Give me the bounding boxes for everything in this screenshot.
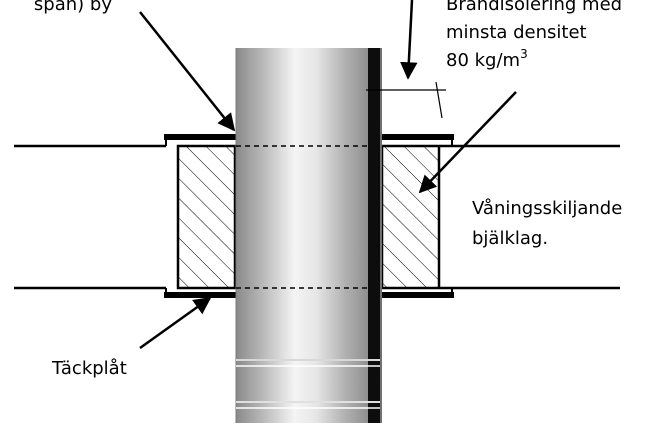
label-floor-line1: Våningsskiljande xyxy=(472,198,622,219)
pipe-shadow-edge xyxy=(368,48,380,423)
label-floor-line2: bjälklag. xyxy=(472,228,548,249)
label-insulation-line1: Brandisolering med xyxy=(446,0,622,15)
arrow-insulation-right xyxy=(418,91,517,194)
fire-insulation xyxy=(176,144,441,290)
cover-plate-bottom-right xyxy=(382,292,454,298)
leader-arrows xyxy=(139,11,517,350)
label-top-left-fragment: span) by xyxy=(34,0,112,15)
floor-lines xyxy=(14,144,620,290)
label-cover-plate: Täckplåt xyxy=(51,358,127,379)
insulation-block-right xyxy=(380,144,441,290)
label-density-value: 80 kg/m xyxy=(446,50,520,71)
cover-plate-bottom-left xyxy=(164,292,236,298)
chimney-pipe xyxy=(235,48,382,423)
cover-plates xyxy=(164,134,454,298)
arrow-top-left xyxy=(139,11,236,132)
insulation-block-left xyxy=(176,144,237,290)
labels: span) by Brandisolering med minsta densi… xyxy=(34,0,622,379)
dimension-pointer xyxy=(400,0,418,80)
dimension-tick xyxy=(435,81,443,119)
gap-dimension xyxy=(366,0,446,119)
label-density-exponent: 3 xyxy=(520,47,528,61)
label-insulation-line2: minsta densitet xyxy=(446,22,587,43)
cover-plate-top-left xyxy=(164,134,236,140)
arrow-cover-plate xyxy=(139,296,212,350)
label-insulation-line3: 80 kg/m3 xyxy=(446,47,528,71)
cover-plate-top-right xyxy=(382,134,454,140)
